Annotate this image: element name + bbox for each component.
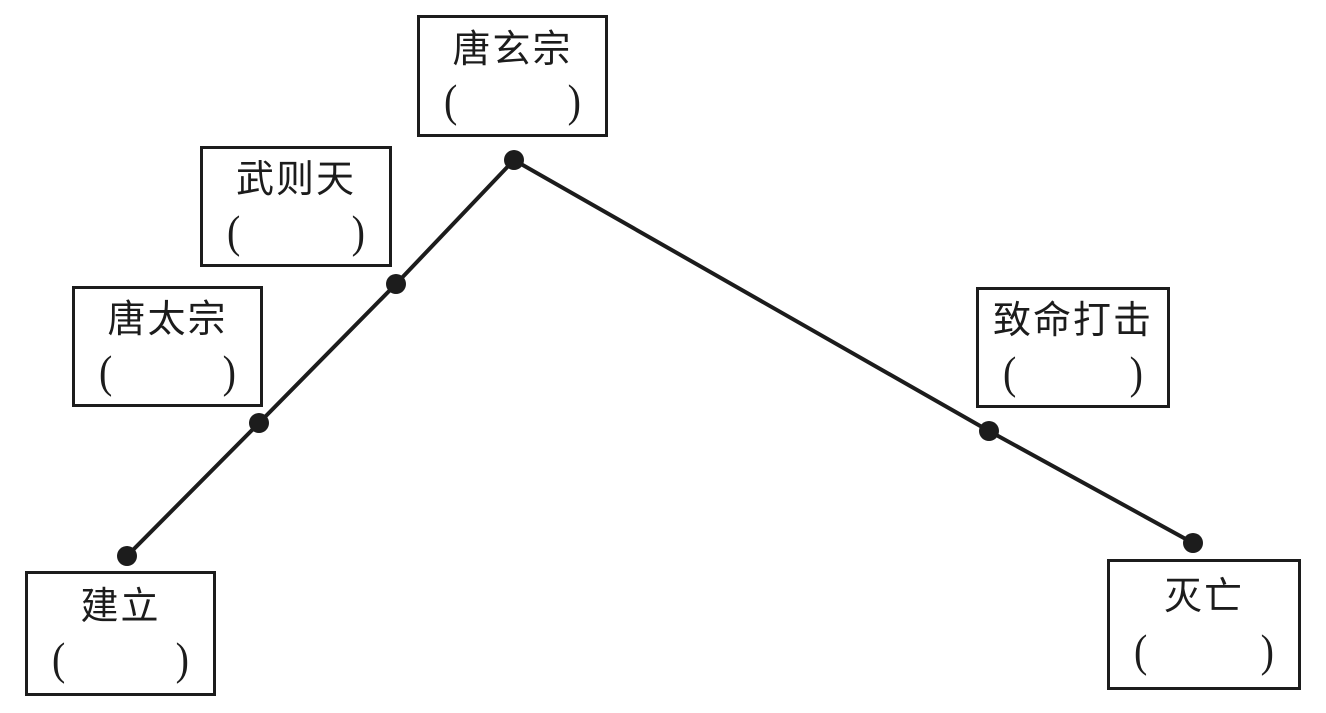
node-label: 致命打击 <box>992 300 1153 343</box>
node-tang-taizong: 唐太宗 ( ) <box>72 286 263 407</box>
close-paren-icon: ) <box>567 74 581 127</box>
answer-blank: ( ) <box>75 345 260 397</box>
open-paren-icon: ( <box>444 74 458 127</box>
open-paren-icon: ( <box>1003 346 1017 398</box>
close-paren-icon: ) <box>1260 624 1274 677</box>
node-label: 建立 <box>80 585 161 628</box>
open-paren-icon: ( <box>52 632 66 685</box>
node-tang-xuanzong: 唐玄宗 ( ) <box>417 15 608 137</box>
node-establishment: 建立 ( ) <box>25 571 216 696</box>
answer-blank: ( ) <box>28 632 213 685</box>
open-paren-icon: ( <box>99 345 113 397</box>
open-paren-icon: ( <box>1134 624 1148 677</box>
node-label: 唐玄宗 <box>452 28 573 71</box>
close-paren-icon: ) <box>175 632 189 685</box>
node-label: 灭亡 <box>1163 575 1244 618</box>
close-paren-icon: ) <box>1129 346 1143 398</box>
node-label: 武则天 <box>235 159 356 202</box>
answer-blank: ( ) <box>420 74 605 127</box>
node-collapse: 灭亡 ( ) <box>1107 559 1301 690</box>
open-paren-icon: ( <box>227 205 241 257</box>
close-paren-icon: ) <box>222 345 236 397</box>
answer-blank: ( ) <box>203 205 389 257</box>
close-paren-icon: ) <box>351 205 365 257</box>
answer-blank: ( ) <box>1110 624 1298 677</box>
answer-blank: ( ) <box>979 346 1167 398</box>
node-label: 唐太宗 <box>107 299 228 342</box>
node-wu-zetian: 武则天 ( ) <box>200 146 392 267</box>
node-fatal-blow: 致命打击 ( ) <box>976 287 1170 408</box>
